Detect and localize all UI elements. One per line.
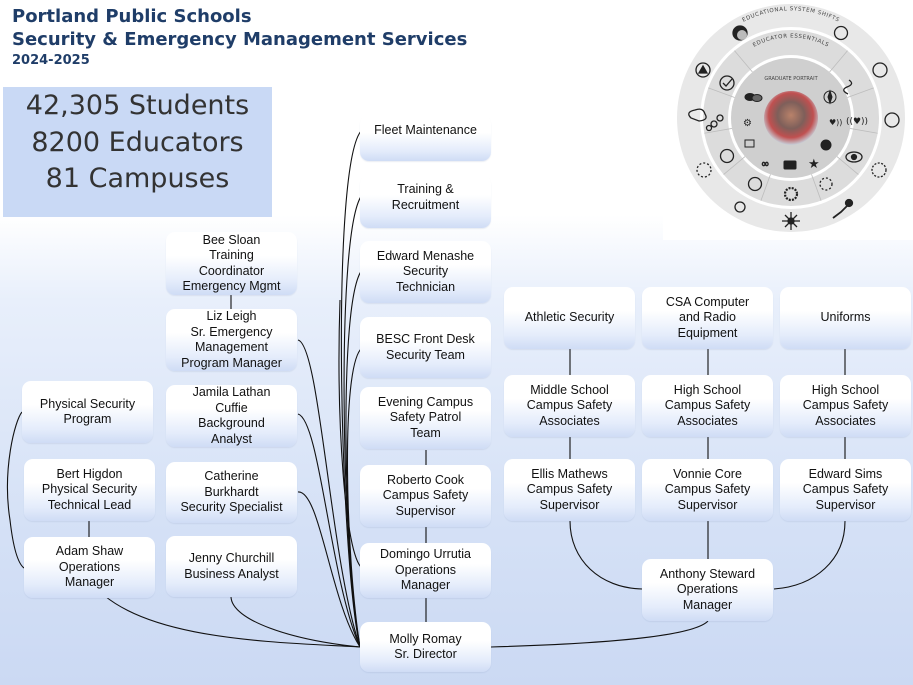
connector-molly-besc: [346, 347, 363, 648]
connector-molly-catherine: [297, 491, 361, 648]
connector-molly-anthony: [490, 620, 709, 648]
node-molly-romay[interactable]: Molly Romay Sr. Director: [360, 622, 491, 672]
sound-heart-icon: ♥)): [829, 118, 842, 127]
node-label: Edward Sims Campus Safety Supervisor: [802, 466, 889, 512]
node-label: BESC Front Desk Security Team: [376, 332, 475, 362]
node-hs-campus-safety-associates-1[interactable]: High School Campus Safety Associates: [642, 375, 773, 437]
route-icon: [843, 79, 853, 95]
connector-molly-liz: [297, 339, 361, 648]
connector-molly-jamila: [297, 413, 361, 648]
globe-cog-icon: [871, 162, 887, 178]
globe-icon: [820, 139, 832, 151]
node-label: Roberto Cook Campus Safety Supervisor: [382, 472, 469, 518]
node-label: Middle School Campus Safety Associates: [526, 382, 613, 428]
campuses-count: 81 Campuses: [45, 163, 230, 194]
nodes-icon: [734, 201, 746, 213]
node-evening-campus-patrol[interactable]: Evening Campus Safety Patrol Team: [360, 387, 491, 449]
center-label: GRADUATE PORTRAIT: [764, 76, 818, 82]
connector-anthony-ellis: [569, 520, 643, 590]
tools-icon: [719, 148, 735, 164]
pyramid-icon: [695, 62, 711, 78]
checkmark-icon: [719, 75, 735, 91]
connector-psp-adam: [7, 411, 25, 569]
connector-molly-adam: [87, 577, 361, 648]
node-anthony-steward[interactable]: Anthony Steward Operations Manager: [642, 559, 773, 621]
node-athletic-security[interactable]: Athletic Security: [504, 287, 635, 349]
node-label: Physical Security Program: [39, 396, 136, 427]
org-title: Portland Public Schools: [12, 6, 252, 27]
node-label: Anthony Steward Operations Manager: [659, 566, 756, 612]
path-dots-icon: [832, 203, 850, 219]
heart-circle-icon: [884, 112, 900, 128]
node-ellis-mathews[interactable]: Ellis Mathews Campus Safety Supervisor: [504, 459, 635, 521]
node-fleet-maintenance[interactable]: Fleet Maintenance: [360, 115, 491, 161]
node-catherine-burkhardt[interactable]: Catherine Burkhardt Security Specialist: [166, 462, 297, 523]
people-icon: [747, 176, 763, 192]
node-domingo-urrutia[interactable]: Domingo Urrutia Operations Manager: [360, 543, 491, 598]
node-jenny-churchill[interactable]: Jenny Churchill Business Analyst: [166, 536, 297, 597]
node-bee-sloan[interactable]: Bee Sloan Training Coordinator Emergency…: [166, 232, 297, 295]
sign-icon: [744, 139, 755, 148]
node-label: Catherine Burkhardt Security Specialist: [180, 469, 283, 515]
node-bert-higdon[interactable]: Bert Higdon Physical Security Technical …: [24, 459, 155, 521]
node-label: CSA Computer and Radio Equipment: [665, 294, 750, 340]
exchange-icon: [819, 177, 833, 191]
node-roberto-cook[interactable]: Roberto Cook Campus Safety Supervisor: [360, 465, 491, 527]
node-ms-campus-safety-associates[interactable]: Middle School Campus Safety Associates: [504, 375, 635, 437]
node-training-recruitment[interactable]: Training & Recruitment: [360, 175, 491, 228]
eye-icon: [845, 151, 863, 163]
node-jamila-lathan-cuffie[interactable]: Jamila Lathan Cuffie Background Analyst: [166, 385, 297, 447]
graduate-portrait-wheel: EDUCATIONAL SYSTEM SHIFTS EDUCATOR ESSEN…: [663, 0, 913, 240]
node-label: Edward Menashe Security Technician: [376, 248, 475, 294]
node-csa-computer-radio[interactable]: CSA Computer and Radio Equipment: [642, 287, 773, 349]
stats-panel: 42,305 Students 8200 Educators 81 Campus…: [3, 87, 272, 217]
department-title: Security & Emergency Management Services: [12, 29, 468, 50]
student-photo: [764, 91, 818, 145]
node-label: Ellis Mathews Campus Safety Supervisor: [526, 466, 613, 512]
node-label: Uniforms: [820, 310, 871, 325]
gears-inner-icon: ⚙: [743, 118, 752, 129]
connector-domingo-chain: [338, 299, 363, 569]
node-label: High School Campus Safety Associates: [802, 382, 889, 428]
chat-icon: [783, 160, 797, 170]
node-label: Bert Higdon Physical Security Technical …: [41, 466, 138, 512]
node-edward-menashe[interactable]: Edward Menashe Security Technician: [360, 241, 491, 303]
educators-count: 8200 Educators: [31, 126, 244, 158]
node-liz-leigh[interactable]: Liz Leigh Sr. Emergency Management Progr…: [166, 309, 297, 371]
node-label: Domingo Urrutia Operations Manager: [379, 547, 471, 593]
node-physical-security-program[interactable]: Physical Security Program: [22, 381, 153, 443]
students-count: 42,305 Students: [25, 90, 250, 121]
node-label: Jenny Churchill Business Analyst: [184, 551, 279, 581]
node-label: Training & Recruitment: [391, 182, 460, 212]
node-edward-sims[interactable]: Edward Sims Campus Safety Supervisor: [780, 459, 911, 521]
node-label: Adam Shaw Operations Manager: [55, 544, 124, 590]
node-label: Fleet Maintenance: [374, 123, 477, 137]
node-label: Jamila Lathan Cuffie Background Analyst: [192, 385, 271, 446]
cloud-network-icon: [688, 108, 707, 122]
node-besc-front-desk[interactable]: BESC Front Desk Security Team: [360, 317, 491, 378]
node-vonnie-core[interactable]: Vonnie Core Campus Safety Supervisor: [642, 459, 773, 521]
node-label: Liz Leigh Sr. Emergency Management Progr…: [181, 309, 282, 370]
node-label: High School Campus Safety Associates: [664, 382, 751, 428]
node-uniforms[interactable]: Uniforms: [780, 287, 911, 349]
gears-icon: [710, 120, 718, 128]
node-adam-shaw[interactable]: Adam Shaw Operations Manager: [24, 537, 155, 598]
cluster-icon: [833, 25, 849, 41]
node-label: Vonnie Core Campus Safety Supervisor: [664, 466, 751, 512]
node-label: Athletic Security: [524, 310, 615, 325]
star-icon: ★: [808, 157, 820, 172]
network-icon: [696, 162, 712, 178]
ring-icon: [783, 186, 799, 202]
node-hs-campus-safety-associates-2[interactable]: High School Campus Safety Associates: [780, 375, 911, 437]
year-label: 2024-2025: [12, 53, 90, 68]
broadcast-heart-icon: ((♥)): [846, 117, 868, 127]
connector-molly-jenny: [230, 596, 361, 648]
connector-anthony-edward-s: [773, 520, 846, 590]
node-label: Bee Sloan Training Coordinator Emergency…: [182, 232, 281, 294]
triangle-play-icon: [872, 62, 888, 78]
node-label: Molly Romay Sr. Director: [389, 631, 462, 662]
node-label: Evening Campus Safety Patrol Team: [377, 394, 474, 440]
infinity-icon: ∞: [761, 159, 769, 170]
